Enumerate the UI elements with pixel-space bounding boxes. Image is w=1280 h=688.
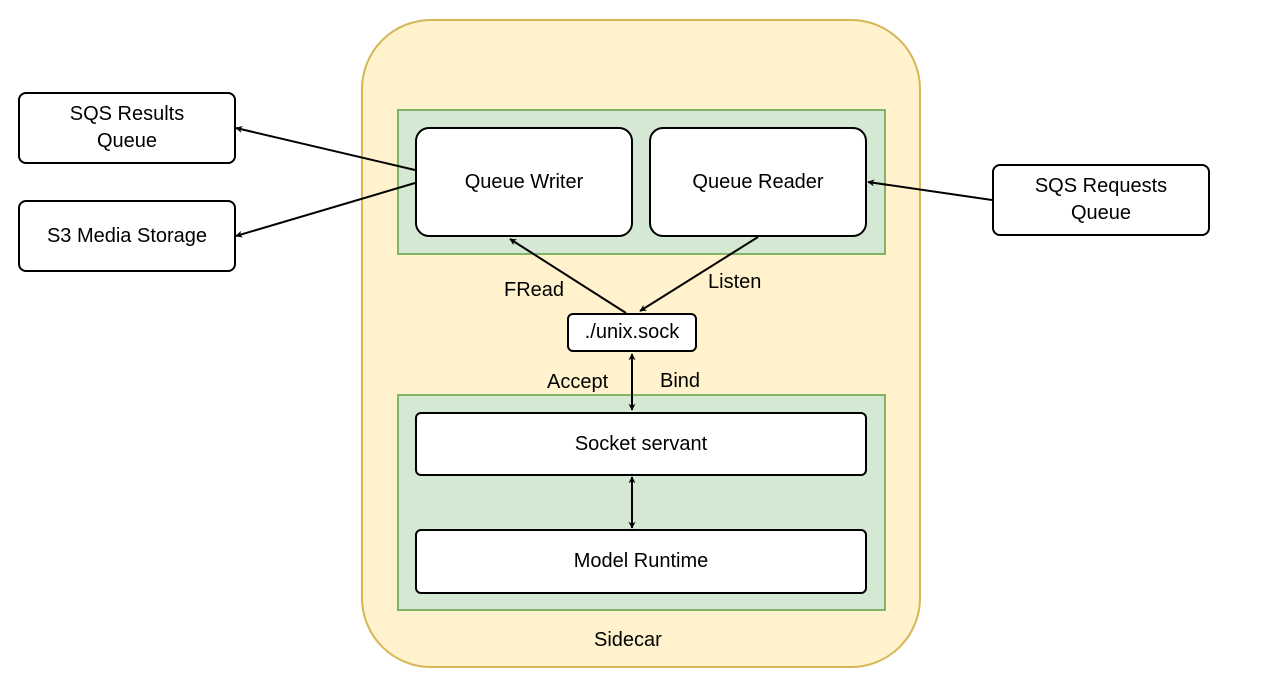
edge-label-bind: Bind (660, 370, 701, 392)
edge-label-fread: FRead (504, 279, 565, 301)
socket-servant-label: Socket servant (574, 432, 708, 455)
edge-writer-to-s3 (235, 182, 416, 238)
unix-socket-label: ./unix.sock (584, 321, 680, 343)
model-runtime-label: Model Runtime (573, 550, 709, 572)
s3-media-storage-label: S3 Media Storage (46, 224, 208, 247)
edge-requests-to-reader (867, 179, 993, 201)
queue-reader-node[interactable]: Queue Reader (649, 127, 867, 237)
edge-reader-to-socket-listen (639, 236, 759, 312)
edge-socket-to-writer-fread (509, 238, 627, 314)
edge-label-listen: Listen (708, 271, 762, 293)
queue-writer-label: Queue Writer (464, 170, 584, 193)
unix-socket-node[interactable]: ./unix.sock (567, 313, 697, 352)
sqs-results-queue-label: SQS Results Queue (69, 103, 185, 152)
socket-servant-node[interactable]: Socket servant (415, 412, 867, 476)
edge-label-accept: Accept (547, 371, 609, 393)
sqs-results-queue-node[interactable]: SQS Results Queue (18, 92, 236, 164)
model-runtime-node[interactable]: Model Runtime (415, 529, 867, 594)
queue-writer-node[interactable]: Queue Writer (415, 127, 633, 237)
edge-writer-to-results (235, 126, 416, 171)
sqs-requests-queue-label: SQS Requests Queue (1034, 175, 1168, 224)
sqs-requests-queue-node[interactable]: SQS Requests Queue (992, 164, 1210, 236)
s3-media-storage-node[interactable]: S3 Media Storage (18, 200, 236, 272)
queue-reader-label: Queue Reader (692, 170, 824, 193)
sidecar-label: Sidecar (594, 629, 662, 651)
